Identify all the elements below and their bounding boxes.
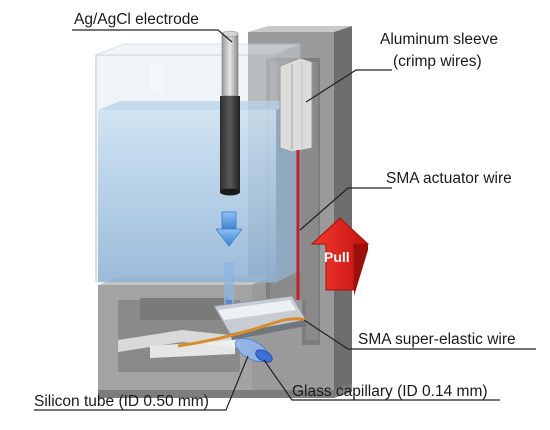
label-sleeve-line2: (crimp wires) (393, 53, 482, 70)
ag-agcl-electrode (220, 30, 240, 196)
label-sleeve-line1: Aluminum sleeve (380, 31, 498, 48)
super-elastic-holder (213, 295, 307, 340)
glass-capillary (255, 349, 273, 363)
label-silicon-tube: Silicon tube (ID 0.50 mm) (34, 393, 209, 410)
leader-lines (34, 29, 536, 411)
aluminum-sleeve (279, 57, 313, 153)
label-electrode: Ag/AgCl electrode (74, 11, 199, 28)
pull-label: Pull (324, 249, 350, 265)
flow-down-arrow (215, 211, 243, 247)
pull-arrow: Pull (310, 217, 370, 296)
housing-bottom-block (98, 276, 352, 398)
sma-super-elastic-wire (177, 317, 307, 348)
label-actuator: SMA actuator wire (386, 170, 512, 187)
label-glass-capillary: Glass capillary (ID 0.14 mm) (292, 383, 488, 400)
reservoir (95, 43, 301, 283)
label-superelastic: SMA super-elastic wire (358, 331, 516, 348)
